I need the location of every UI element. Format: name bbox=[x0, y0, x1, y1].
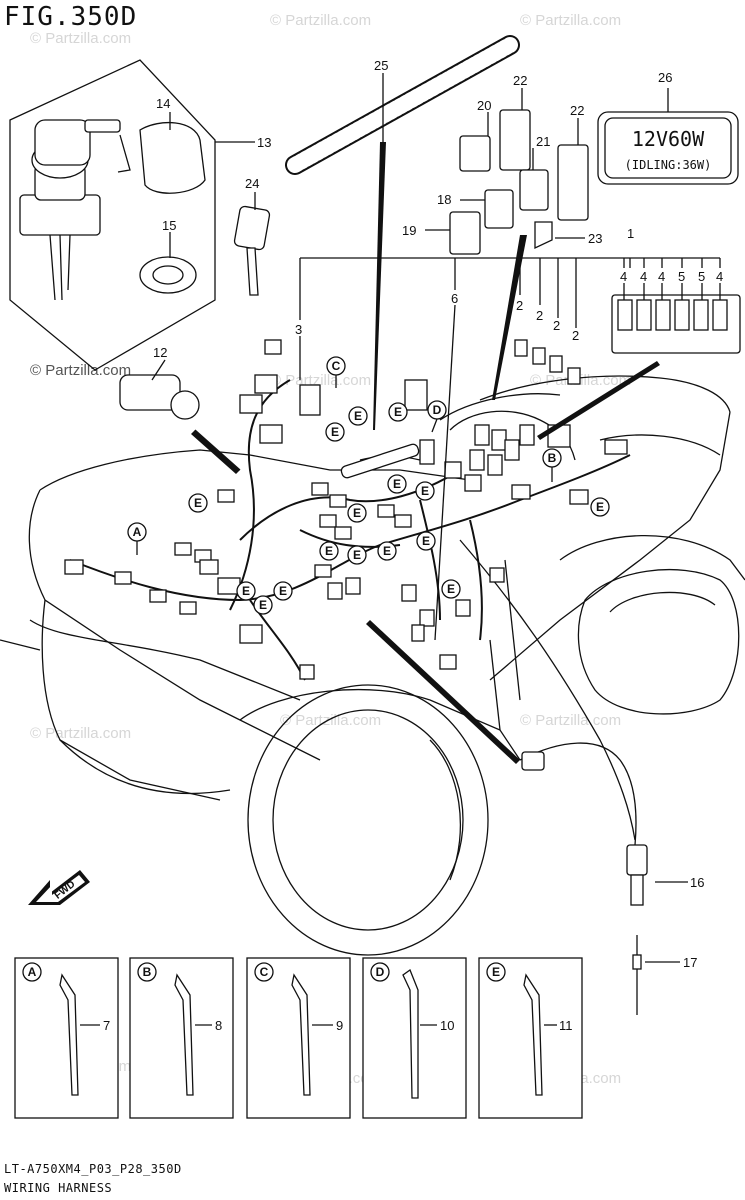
letter-c: C bbox=[332, 359, 341, 373]
letter-e: E bbox=[383, 544, 391, 558]
callout-8: 8 bbox=[215, 1018, 222, 1033]
callout-20: 20 bbox=[477, 98, 491, 113]
letter-markers bbox=[127, 356, 610, 615]
letter-e: E bbox=[325, 544, 333, 558]
figure-name: WIRING HARNESS bbox=[4, 1181, 113, 1195]
letter-e: E bbox=[242, 584, 250, 598]
key-part bbox=[233, 205, 271, 296]
callout-7: 7 bbox=[103, 1018, 110, 1033]
letter-e: E bbox=[596, 500, 604, 514]
callout-24: 24 bbox=[245, 176, 259, 191]
letter-e: E bbox=[354, 409, 362, 423]
callout-26: 26 bbox=[658, 70, 672, 85]
letter-e: E bbox=[331, 425, 339, 439]
callout-4: 4 bbox=[640, 269, 647, 284]
callout-16: 16 bbox=[690, 875, 704, 890]
fuse-block bbox=[514, 294, 741, 385]
figure-title: FIG.350D bbox=[4, 2, 138, 32]
watermark: © Partzilla.com bbox=[520, 712, 622, 729]
callout-18: 18 bbox=[437, 192, 451, 207]
letter-e: E bbox=[421, 484, 429, 498]
letter-b: B bbox=[548, 451, 557, 465]
watermark: © Partzilla.com bbox=[30, 362, 132, 379]
watermark: © Partzilla.com bbox=[30, 30, 132, 47]
detail-letter-a: A bbox=[28, 965, 37, 979]
connectors bbox=[64, 339, 628, 680]
callout-13: 13 bbox=[257, 135, 271, 150]
callout-3: 3 bbox=[295, 322, 302, 337]
callout-9: 9 bbox=[336, 1018, 343, 1033]
callout-19: 19 bbox=[402, 223, 416, 238]
callout-22: 22 bbox=[513, 73, 527, 88]
callout-12: 12 bbox=[153, 345, 167, 360]
callout-5: 5 bbox=[678, 269, 685, 284]
callout-6: 6 bbox=[451, 291, 458, 306]
letter-labels: A C D B E E E E E E E E E E E E E E E E … bbox=[28, 359, 604, 979]
letter-e: E bbox=[259, 598, 267, 612]
switch-part bbox=[119, 374, 241, 471]
callout-23: 23 bbox=[588, 231, 602, 246]
bulb-rating-idle: (IDLING:36W) bbox=[625, 158, 712, 172]
callout-14: 14 bbox=[156, 96, 170, 111]
watermark: © Partzilla.com bbox=[280, 712, 382, 729]
callout-25: 25 bbox=[374, 58, 388, 73]
callout-4: 4 bbox=[658, 269, 665, 284]
letter-e: E bbox=[422, 534, 430, 548]
atv-body bbox=[0, 375, 745, 956]
letter-e: E bbox=[393, 477, 401, 491]
letter-e: E bbox=[353, 506, 361, 520]
detail-boxes bbox=[14, 957, 583, 1119]
letter-e: E bbox=[447, 582, 455, 596]
watermark: © Partzilla.com bbox=[270, 12, 372, 29]
callout-17: 17 bbox=[683, 955, 697, 970]
callout-21: 21 bbox=[536, 134, 550, 149]
letter-e: E bbox=[353, 548, 361, 562]
detail-letter-e: E bbox=[492, 965, 500, 979]
callout-15: 15 bbox=[162, 218, 176, 233]
callout-5: 5 bbox=[698, 269, 705, 284]
callout-1: 1 bbox=[627, 226, 634, 241]
callout-2: 2 bbox=[516, 298, 523, 313]
letter-d: D bbox=[433, 403, 442, 417]
callout-10: 10 bbox=[440, 1018, 454, 1033]
corrugated-tube bbox=[285, 35, 520, 175]
callout-4: 4 bbox=[716, 269, 723, 284]
letter-a: A bbox=[133, 525, 142, 539]
detail-letter-b: B bbox=[143, 965, 152, 979]
bulb-rating-main: 12V60W bbox=[632, 127, 705, 151]
letter-e: E bbox=[279, 584, 287, 598]
relay-group bbox=[449, 109, 589, 255]
callout-4: 4 bbox=[620, 269, 627, 284]
callout-22: 22 bbox=[570, 103, 584, 118]
key-set-group bbox=[9, 59, 216, 371]
callout-11: 11 bbox=[559, 1018, 573, 1033]
detail-letter-c: C bbox=[260, 965, 269, 979]
forward-arrow bbox=[28, 870, 90, 905]
leader-lines bbox=[151, 73, 721, 1015]
figure-code: LT-A750XM4_P03_P28_350D bbox=[4, 1162, 182, 1176]
callout-2: 2 bbox=[572, 328, 579, 343]
callout-2: 2 bbox=[553, 318, 560, 333]
watermark: © Partzilla.com bbox=[520, 12, 622, 29]
bulb-rating-label bbox=[597, 111, 739, 185]
detail-letter-d: D bbox=[376, 965, 385, 979]
letter-e: E bbox=[394, 405, 402, 419]
letter-e: E bbox=[194, 496, 202, 510]
callout-2: 2 bbox=[536, 308, 543, 323]
watermark: © Partzilla.com bbox=[270, 372, 372, 389]
